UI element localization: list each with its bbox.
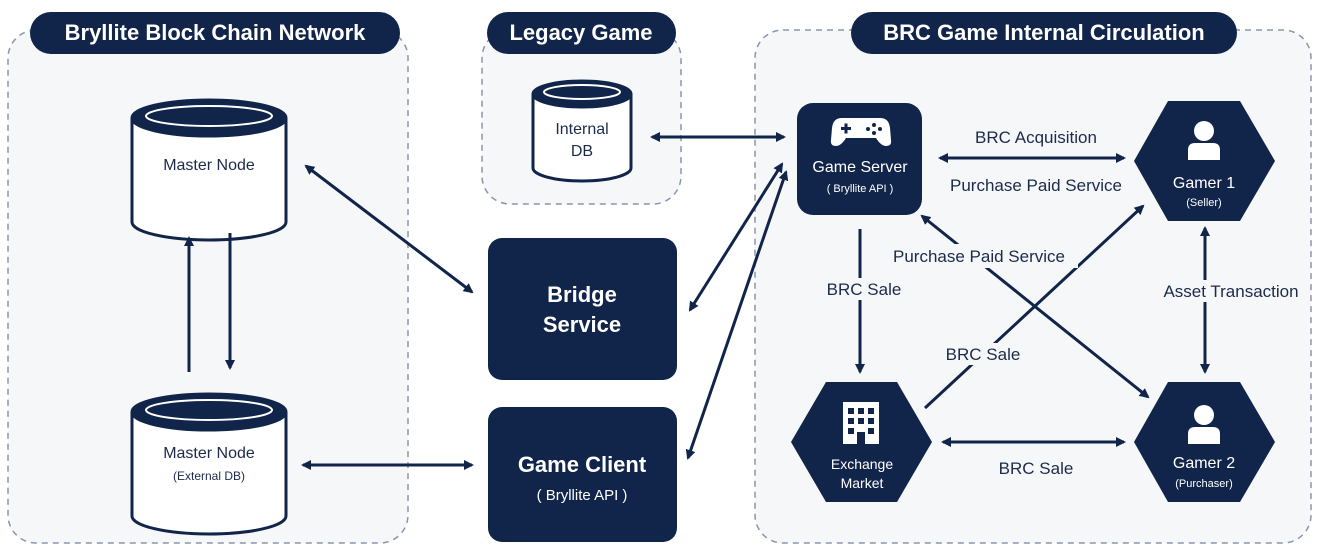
label-purchase-paid-service-2: Purchase Paid Service [893, 247, 1065, 266]
exchange-label-1: Exchange [831, 456, 893, 472]
gamer1-label: Gamer 1 [1173, 175, 1235, 192]
label-asset-transaction: Asset Transaction [1163, 282, 1298, 301]
game-client-sublabel: ( Bryllite API ) [537, 487, 628, 504]
game-client-label: Game Client [518, 452, 647, 477]
legacy-title: Legacy Game [509, 20, 652, 45]
game-client-box [488, 407, 677, 542]
label-purchase-paid-service-1: Purchase Paid Service [950, 176, 1122, 195]
bridge-service-label-1: Bridge [547, 282, 617, 307]
exchange-label-2: Market [841, 475, 884, 491]
bridge-service-label-2: Service [543, 312, 621, 337]
blockchain-title: Bryllite Block Chain Network [65, 20, 367, 45]
label-brc-sale-bottom: BRC Sale [999, 459, 1074, 478]
internal-db-label-2: DB [571, 143, 593, 160]
gamer1-hexagon [1134, 101, 1275, 221]
internal-db [531, 79, 633, 183]
building-icon [843, 402, 879, 444]
gamer1-sublabel: (Seller) [1186, 197, 1221, 209]
arrow-client-to-server [685, 170, 789, 460]
label-bg-asset-transaction [1155, 280, 1307, 302]
gamepad-icon [830, 118, 892, 146]
master-node-bottom-label: Master Node [163, 445, 255, 462]
label-brc-acquisition: BRC Acquisition [975, 128, 1097, 147]
master-node-top [130, 98, 288, 242]
person-icon [1188, 121, 1220, 160]
game-server-label: Game Server [812, 159, 908, 176]
circulation-title: BRC Game Internal Circulation [883, 20, 1205, 45]
master-node-bottom [130, 392, 288, 536]
game-server-box [797, 103, 922, 215]
legacy-title-pill [487, 12, 676, 54]
label-bg-purchase-2 [880, 244, 1078, 268]
master-node-bottom-sublabel: (External DB) [173, 469, 245, 483]
label-brc-sale-server: BRC Sale [827, 280, 902, 299]
circulation-title-pill [851, 12, 1237, 54]
gamer2-label: Gamer 2 [1173, 455, 1235, 472]
master-node-top-label: Master Node [163, 157, 255, 174]
person-icon [1188, 405, 1220, 444]
bridge-service-box [488, 238, 677, 380]
internal-db-label-1: Internal [555, 121, 608, 138]
game-server-sublabel: ( Bryllite API ) [827, 183, 894, 195]
gamer2-sublabel: (Purchaser) [1175, 478, 1232, 490]
arrow-master-to-bridge [304, 164, 474, 294]
label-bg-brc-sale-server [824, 278, 906, 300]
blockchain-title-pill [30, 12, 400, 54]
label-bg-brc-sale-cross [942, 343, 1024, 365]
label-brc-sale-cross: BRC Sale [946, 345, 1021, 364]
